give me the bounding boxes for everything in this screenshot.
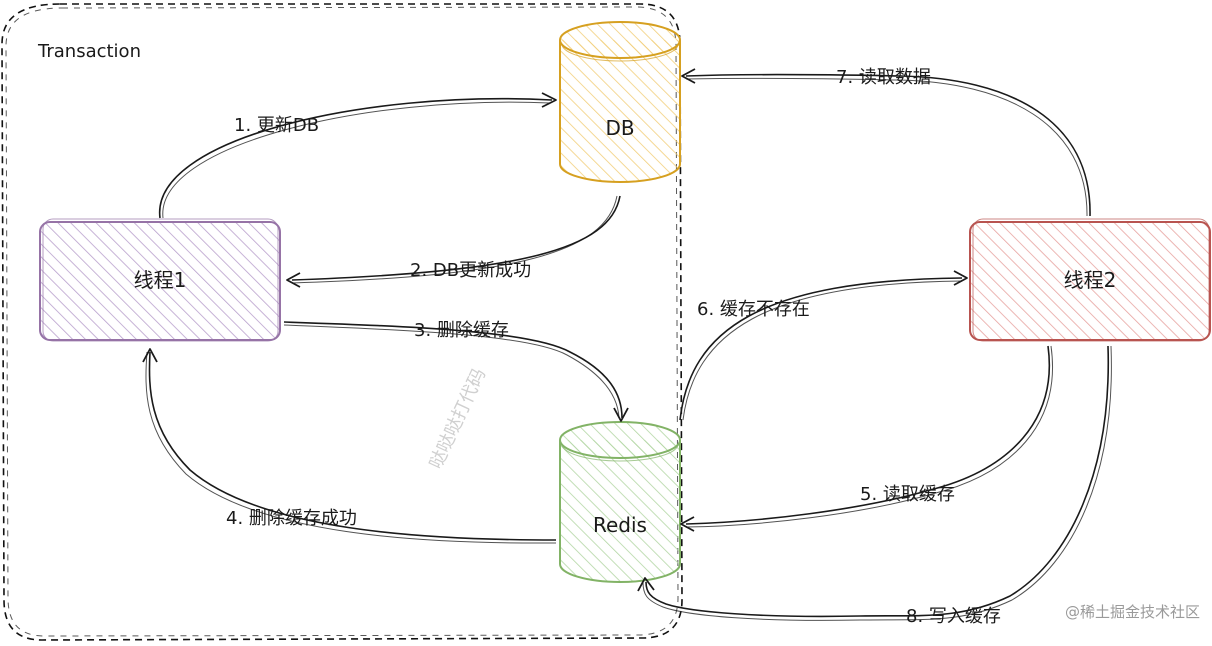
- edge-4-arrowhead: [142, 348, 158, 363]
- edge-1-update-db[interactable]: 1. 更新DB: [159, 92, 557, 219]
- edge-6-label: 6. 缓存不存在: [697, 299, 810, 320]
- edge-2-db-success[interactable]: 2. DB更新成功: [286, 195, 621, 288]
- edge-4-label: 4. 删除缓存成功: [226, 508, 357, 529]
- edge-4-delete-success[interactable]: 4. 删除缓存成功: [142, 348, 557, 544]
- edge-3-delete-cache[interactable]: 3. 删除缓存: [283, 320, 629, 422]
- edge-7-label: 7. 读取数据: [836, 67, 931, 88]
- edge-1-label: 1. 更新DB: [234, 115, 319, 136]
- redis-outline: [559, 421, 681, 583]
- edge-8-arrowhead: [637, 577, 655, 592]
- db-node[interactable]: DB: [559, 21, 681, 183]
- edge-8-label: 8. 写入缓存: [906, 606, 1001, 627]
- redis-label: Redis: [593, 513, 647, 537]
- edge-6-arrowhead: [953, 270, 968, 286]
- edge-2-arrowhead: [286, 272, 301, 288]
- db-outline: [559, 21, 681, 183]
- redis-node[interactable]: Redis: [559, 421, 681, 583]
- thread2-border: [969, 221, 1211, 341]
- watermark-text: 哒哒哒打代码: [425, 365, 490, 472]
- edge-5-arrowhead: [680, 516, 695, 532]
- edge-6-cache-miss[interactable]: 6. 缓存不存在: [679, 270, 968, 421]
- thread1-label: 线程1: [134, 268, 187, 292]
- edge-1-arrowhead: [541, 92, 557, 108]
- transaction-group: Transaction: [1, 3, 683, 641]
- source-mark: @稀土掘金技术社区: [1065, 603, 1200, 621]
- thread2-node[interactable]: 线程2: [969, 218, 1211, 342]
- edge-2-label: 2. DB更新成功: [410, 260, 531, 281]
- edge-5-read-cache[interactable]: 5. 读取缓存: [680, 345, 1053, 532]
- edge-8-write-cache[interactable]: 8. 写入缓存: [637, 345, 1112, 627]
- edge-5-label: 5. 读取缓存: [860, 484, 955, 505]
- thread1-node[interactable]: 线程1: [39, 218, 281, 342]
- edge-7-read-data[interactable]: 7. 读取数据: [681, 67, 1091, 217]
- edge-7-arrowhead: [681, 68, 696, 84]
- edge-3-arrowhead: [613, 407, 629, 422]
- thread2-label: 线程2: [1064, 268, 1117, 292]
- edge-3-label: 3. 删除缓存: [414, 320, 509, 341]
- db-label: DB: [605, 116, 634, 140]
- transaction-label: Transaction: [37, 41, 141, 62]
- thread1-border: [39, 221, 281, 341]
